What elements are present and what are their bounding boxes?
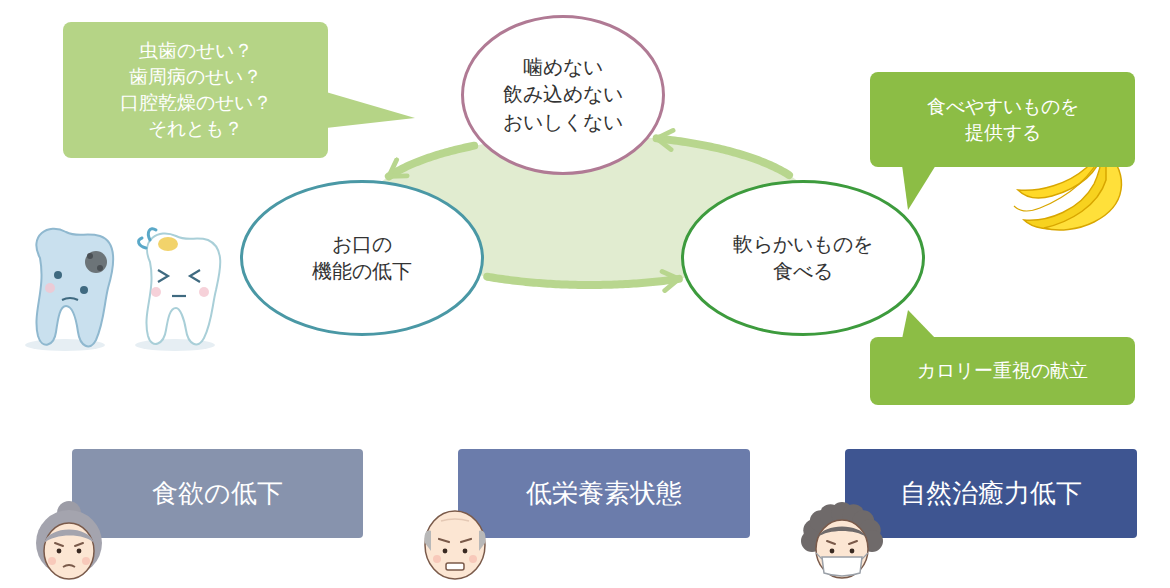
illustration-part [151,287,161,297]
result-bar: 自然治癒力低下 [845,449,1137,538]
illustration-part [87,253,93,259]
illustration-part [45,283,55,293]
callout-tail [326,92,415,128]
ellipse-outline [240,180,484,336]
illustration-part [63,565,75,567]
illustration-part [433,555,441,563]
illustration-part [57,549,62,554]
illustration-part [469,555,477,563]
illustration-part [199,287,209,297]
illustration-part [801,502,883,578]
ellipse-outline [683,182,924,335]
illustration-part [80,286,88,294]
node-text: 食べやすいものを 提供する [925,94,1080,146]
person-face [27,499,112,588]
node-text: カロリー重視の献立 [916,358,1090,384]
illustration-part [424,511,485,579]
illustration-part [424,531,485,552]
illustration-part [36,229,113,347]
illustration-part [44,530,94,544]
illustration-part [146,234,220,345]
illustration-part [190,270,200,282]
illustration-part [82,557,90,565]
illustration-part [816,520,868,578]
person-face [413,499,498,588]
illustration-part [463,549,468,554]
callout-box: 虫歯のせい？ 歯周病のせい？ 口腔乾燥のせい？ それとも？ [63,22,328,158]
result-bar: 低栄養素状態 [458,449,750,538]
illustration-part [97,265,103,271]
illustration-part [172,295,186,297]
node-text: 虫歯のせい？ 歯周病のせい？ 口腔乾燥のせい？ それとも？ [118,38,273,141]
callout-box: 食べやすいものを 提供する [870,72,1135,167]
cycle-arrow [389,146,474,177]
illustration-part [443,549,448,554]
illustration-part [850,549,855,554]
illustration-part [816,553,868,559]
illustration-part [158,270,168,282]
cycle-ellipse: 噛めない 飲み込めない おいしくない [461,15,665,175]
node-text: 低栄養素状態 [525,476,684,511]
illustration-part [36,501,102,579]
result-bar: 食欲の低下 [72,449,363,538]
node-text: お口の 機能の低下 [311,231,414,285]
illustration-part [44,523,94,579]
illustration-part [830,549,835,554]
illustration-part [441,519,469,521]
illustration-part [822,557,862,576]
ellipse-outline [463,17,664,174]
illustration-part [139,229,156,248]
callout-box: カロリー重視の献立 [870,337,1135,405]
node-text: 自然治癒力低下 [899,476,1084,511]
ellipse-outline [681,180,925,336]
callout-tail [902,165,936,210]
node-text: 食欲の低下 [151,476,285,511]
illustration-part [446,563,464,570]
ellipse-outline [242,182,483,335]
cycle-ellipse: 軟らかいものを 食べる [681,180,925,336]
node-text: 軟らかいものを 食べる [732,231,875,285]
illustration-part [55,543,83,546]
illustration-part [439,539,471,542]
illustration-part [158,237,178,251]
illustration-part [827,541,857,544]
illustration-part [77,549,82,554]
callout-tail [902,310,936,339]
node-text: 噛めない 飲み込めない おいしくない [502,54,625,136]
illustration-part [48,557,56,565]
tooth-decayed [25,229,113,351]
cycle-arrow [487,277,679,285]
illustration-part [818,527,866,538]
tooth-worried [135,229,220,351]
illustration-part [54,271,62,279]
person-face [800,499,885,588]
cycle-arrow [657,138,789,175]
cycle-ellipse: お口の 機能の低下 [240,180,484,336]
illustration-part [62,298,78,300]
illustration-part [425,511,485,579]
illustration-part [85,251,107,273]
